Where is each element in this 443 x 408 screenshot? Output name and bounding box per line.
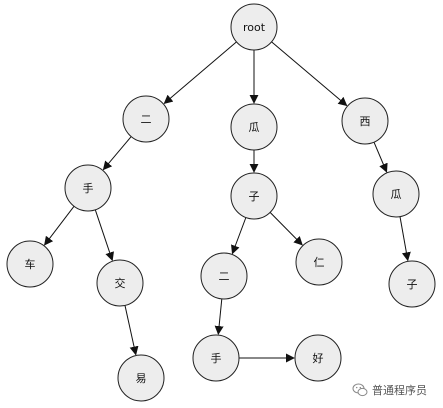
node-label: 仁 bbox=[314, 256, 325, 269]
node-root: root bbox=[230, 3, 278, 51]
node-n11: 子 bbox=[388, 260, 436, 308]
edge-n3-n6 bbox=[373, 142, 388, 173]
wechat-icon bbox=[352, 383, 368, 397]
node-label: 瓜 bbox=[249, 121, 260, 134]
node-circle bbox=[192, 334, 240, 382]
node-circle bbox=[230, 172, 278, 220]
node-label: 手 bbox=[83, 181, 94, 195]
node-circle bbox=[96, 259, 144, 307]
node-n6: 瓜 bbox=[372, 170, 420, 218]
node-circle bbox=[122, 95, 170, 143]
node-label: 二 bbox=[141, 113, 152, 126]
node-n10: 仁 bbox=[295, 238, 343, 286]
node-n5: 子 bbox=[230, 172, 278, 220]
node-n1: 二 bbox=[122, 95, 170, 143]
node-label: 西 bbox=[360, 115, 371, 128]
watermark-text: 普通程序员 bbox=[372, 384, 427, 397]
node-label: 瓜 bbox=[391, 188, 402, 201]
watermark: 普通程序员 bbox=[352, 381, 427, 399]
edge-root-n3 bbox=[271, 41, 348, 107]
edge-n6-n11 bbox=[399, 216, 411, 262]
node-circle bbox=[230, 103, 278, 151]
node-n2: 瓜 bbox=[230, 103, 278, 151]
node-circle bbox=[64, 164, 112, 212]
node-n14: 好 bbox=[294, 334, 342, 382]
node-n9: 二 bbox=[200, 252, 248, 300]
nodes-layer: root二瓜西手子瓜车交二仁子易手好 bbox=[6, 3, 436, 402]
node-label: 手 bbox=[211, 351, 222, 365]
node-circle bbox=[117, 354, 165, 402]
node-n12: 易 bbox=[117, 354, 165, 402]
node-circle bbox=[6, 240, 54, 288]
edge-n5-n9 bbox=[231, 217, 247, 255]
node-n13: 手 bbox=[192, 334, 240, 382]
node-circle bbox=[388, 260, 436, 308]
node-n8: 交 bbox=[96, 259, 144, 307]
node-circle bbox=[200, 252, 248, 300]
node-label: 二 bbox=[219, 270, 230, 283]
node-circle bbox=[341, 97, 389, 145]
edge-n4-n8 bbox=[94, 209, 114, 262]
edge-n9-n13 bbox=[214, 298, 224, 335]
edge-n4-n7 bbox=[44, 205, 75, 246]
node-label: 交 bbox=[115, 276, 126, 290]
edge-root-n1 bbox=[163, 41, 237, 104]
node-label: root bbox=[243, 21, 266, 34]
node-label: 子 bbox=[407, 278, 418, 291]
node-label: 车 bbox=[25, 257, 36, 271]
node-n3: 西 bbox=[341, 97, 389, 145]
edge-n5-n10 bbox=[269, 212, 303, 246]
node-circle bbox=[372, 170, 420, 218]
edge-n1-n4 bbox=[102, 136, 132, 171]
node-label: 子 bbox=[249, 190, 260, 203]
node-circle bbox=[294, 334, 342, 382]
edges-layer bbox=[44, 41, 411, 363]
node-label: 易 bbox=[136, 372, 147, 385]
node-circle bbox=[295, 238, 343, 286]
node-label: 好 bbox=[313, 351, 324, 365]
node-circle bbox=[230, 3, 278, 51]
node-n7: 车 bbox=[6, 240, 54, 288]
edge-n8-n12 bbox=[124, 305, 139, 356]
node-n4: 手 bbox=[64, 164, 112, 212]
